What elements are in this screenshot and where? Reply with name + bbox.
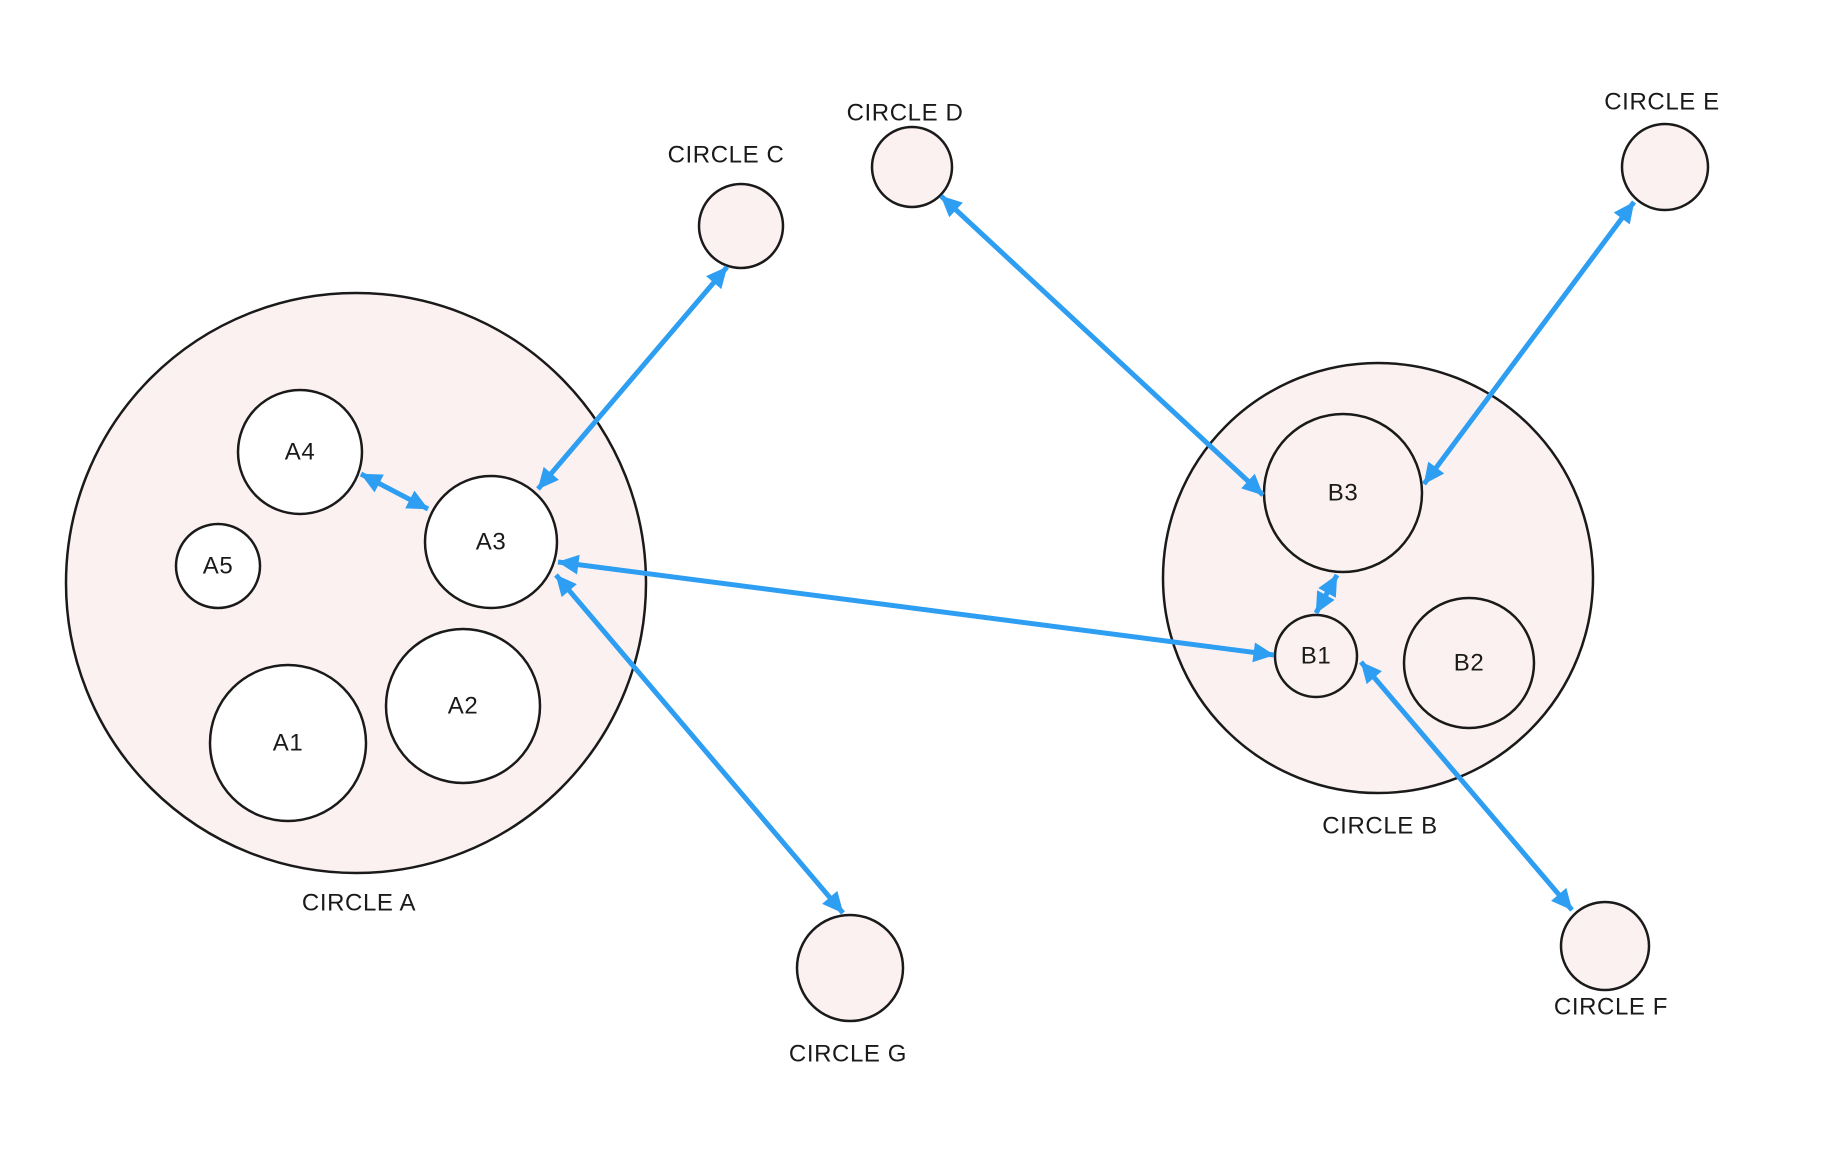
- satellite-circle-c[interactable]: [697, 182, 785, 270]
- node-label-a1: A1: [273, 730, 304, 757]
- node-b1[interactable]: [1273, 613, 1359, 699]
- edge-b1-f[interactable]: [1359, 660, 1574, 912]
- group-circle-b[interactable]: [1161, 361, 1595, 795]
- edge-a4-a3[interactable]: [359, 471, 430, 512]
- edge-e-b3[interactable]: [1421, 200, 1637, 486]
- label-circle-c: CIRCLE C: [668, 142, 785, 169]
- label-circle-d: CIRCLE D: [847, 100, 964, 127]
- edge-b3-b1[interactable]: [1313, 573, 1340, 615]
- edge-a3-c[interactable]: [536, 265, 729, 491]
- satellite-circle-d[interactable]: [870, 125, 954, 209]
- label-circle-a: CIRCLE A: [302, 890, 416, 917]
- node-label-a5: A5: [203, 553, 234, 580]
- node-a4[interactable]: [236, 388, 364, 516]
- node-a1[interactable]: [208, 663, 368, 823]
- satellite-circle-f[interactable]: [1559, 900, 1651, 992]
- satellite-circle-e[interactable]: [1620, 122, 1710, 212]
- node-label-a3: A3: [476, 529, 507, 556]
- label-circle-f: CIRCLE F: [1554, 994, 1668, 1021]
- node-a3[interactable]: [423, 474, 559, 610]
- group-circle-a[interactable]: [64, 291, 648, 875]
- satellite-circle-g[interactable]: [795, 913, 905, 1023]
- node-label-a4: A4: [285, 439, 316, 466]
- node-label-a2: A2: [448, 693, 479, 720]
- node-a2[interactable]: [384, 627, 542, 785]
- label-circle-b: CIRCLE B: [1322, 813, 1438, 840]
- node-a5[interactable]: [174, 522, 262, 610]
- label-circle-e: CIRCLE E: [1604, 89, 1720, 116]
- node-label-b1: B1: [1301, 643, 1332, 670]
- node-label-b3: B3: [1328, 480, 1359, 507]
- edge-d-b3[interactable]: [939, 194, 1265, 497]
- node-label-b2: B2: [1454, 650, 1485, 677]
- edge-a3-g[interactable]: [554, 573, 845, 915]
- label-circle-g: CIRCLE G: [789, 1041, 907, 1068]
